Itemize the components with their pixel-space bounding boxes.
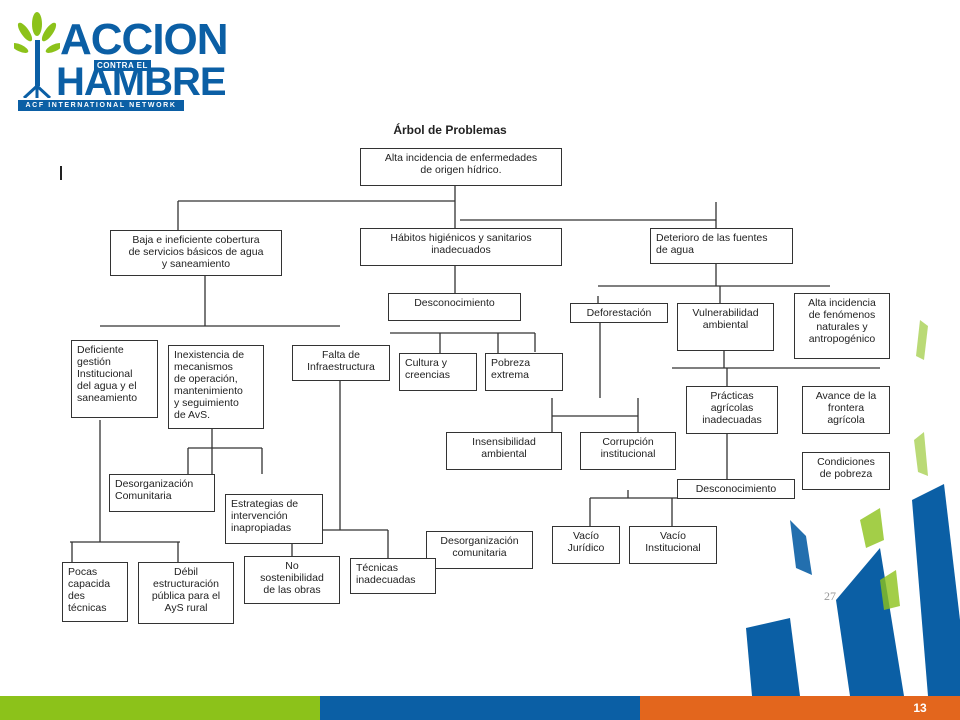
node-deforestacion: Deforestación [570,303,668,323]
node-falta-infraestructura: Falta de Infraestructura [292,345,390,381]
node-insensibilidad: Insensibilidad ambiental [446,432,562,470]
node-desconocimiento-2: Desconocimiento [677,479,795,499]
node-inexistencia: Inexistencia de mecanismos de operación,… [168,345,264,429]
footer-blue-bar [320,696,640,720]
node-desorganizacion-2: Desorganización comunitaria [426,531,533,569]
node-deterioro: Deterioro de las fuentes de agua [650,228,793,264]
node-vulnerabilidad: Vulnerabilidad ambiental [677,303,774,351]
logo-network-text: ACF INTERNATIONAL NETWORK [18,100,184,111]
node-estrategias: Estrategias de intervención inapropiadas [225,494,323,544]
node-debil-estructuracion: Débil estructuración pública para el AyS… [138,562,234,624]
node-vacio-juridico: Vacío Jurídico [552,526,620,564]
node-no-sostenibilidad: No sostenibilidad de las obras [244,556,340,604]
node-cultura: Cultura y creencias [399,353,477,391]
node-tecnicas-inadecuadas: Técnicas inadecuadas [350,558,436,594]
diagram-title: Árbol de Problemas [393,123,507,137]
node-root: Alta incidencia de enfermedades de orige… [360,148,562,186]
node-desconocimiento-1: Desconocimiento [388,293,521,321]
node-avance-frontera: Avance de la frontera agrícola [802,386,890,434]
node-pocas-capacidades: Pocas capacida des técnicas [62,562,128,622]
slide-number: 13 [913,701,927,715]
leaf-logo-icon [14,12,60,98]
node-vacio-institucional: Vacío Institucional [629,526,717,564]
node-pobreza-extrema: Pobreza extrema [485,353,563,391]
node-habitos: Hábitos higiénicos y sanitarios inadecua… [360,228,562,266]
node-alta-incidencia-fenomenos: Alta incidencia de fenómenos naturales y… [794,293,890,359]
node-practicas: Prácticas agrícolas inadecuadas [686,386,778,434]
footer-orange-bar [640,696,960,720]
node-desorganizacion-1: Desorganización Comunitaria [109,474,215,512]
logo-accion-text: ACCION [60,15,229,64]
node-baja-cobertura: Baja e ineficiente cobertura de servicio… [110,230,282,276]
logo-contra-text: CONTRA EL [94,60,151,71]
node-deficiente-gestion: Deficiente gestión Institucional del agu… [71,340,158,418]
node-condiciones-pobreza: Condiciones de pobreza [802,452,890,490]
stray-mark [60,166,62,180]
scanned-page-number: 27 [824,589,836,603]
node-corrupcion: Corrupción institucional [580,432,676,470]
footer-green-bar [0,696,320,720]
